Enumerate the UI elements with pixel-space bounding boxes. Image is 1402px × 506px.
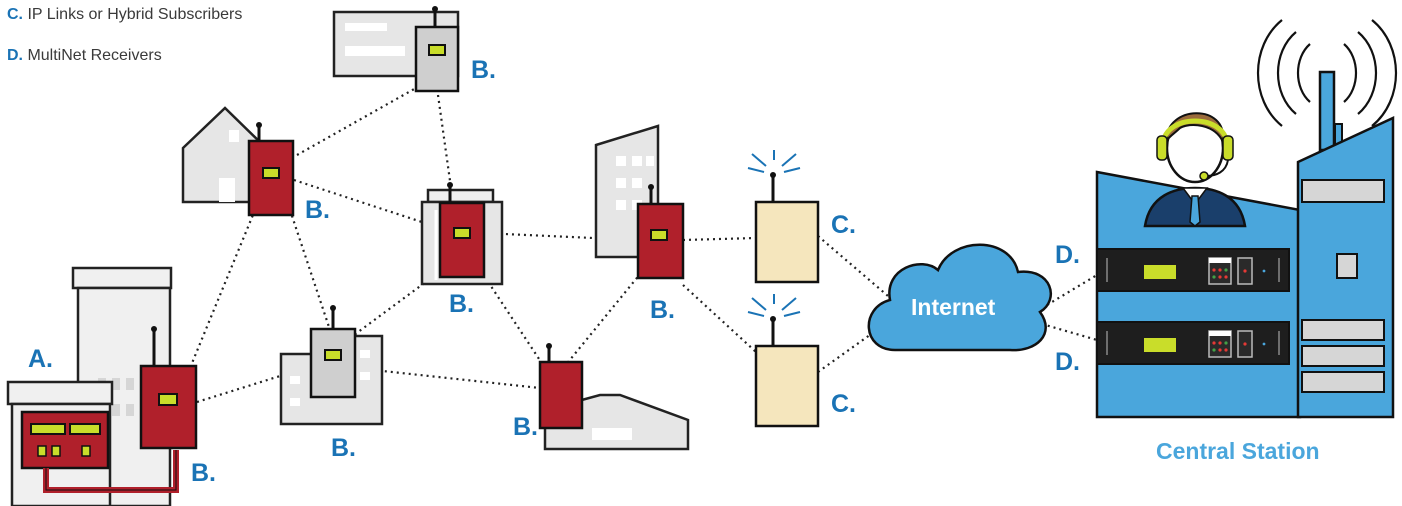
operator-icon — [1143, 112, 1247, 228]
legend-text: MultiNet Receivers — [27, 47, 162, 64]
transceiver-icon — [538, 343, 584, 430]
cloud-icon — [867, 243, 1052, 352]
radio-tower-icon — [1256, 19, 1398, 152]
label-b: B. — [191, 459, 216, 487]
receiver-rack-icon — [1096, 248, 1290, 292]
transceiver-icon — [139, 326, 198, 450]
ip-link-icon — [747, 150, 820, 284]
label-b: B. — [650, 296, 675, 324]
transceiver-icon — [309, 305, 357, 399]
label-d: D. — [1055, 241, 1080, 269]
station-label: Central Station — [1156, 438, 1320, 464]
legend-key: C. — [7, 6, 23, 23]
label-c: C. — [831, 211, 856, 239]
ip-link-icon — [747, 294, 820, 428]
transceiver-icon — [438, 182, 486, 279]
label-a: A. — [28, 345, 53, 373]
label-b: B. — [331, 434, 356, 462]
cloud-label: Internet — [911, 294, 996, 320]
legend-item-d: D. MultiNet Receivers — [7, 47, 162, 65]
receiver-rack-icon — [1096, 321, 1290, 365]
legend-text: IP Links or Hybrid Subscribers — [27, 6, 243, 23]
label-c: C. — [831, 390, 856, 418]
legend-item-c: C. IP Links or Hybrid Subscribers — [7, 6, 242, 24]
transceiver-icon — [247, 122, 295, 217]
label-b: B. — [513, 413, 538, 441]
transceiver-icon — [636, 184, 685, 280]
legend-key: D. — [7, 47, 23, 64]
transceiver-icon — [414, 6, 460, 93]
label-b: B. — [305, 196, 330, 224]
mesh-links — [188, 87, 1098, 404]
label-b: B. — [471, 56, 496, 84]
label-d: D. — [1055, 348, 1080, 376]
label-b: B. — [449, 290, 474, 318]
fire-panel-icon — [20, 410, 179, 493]
